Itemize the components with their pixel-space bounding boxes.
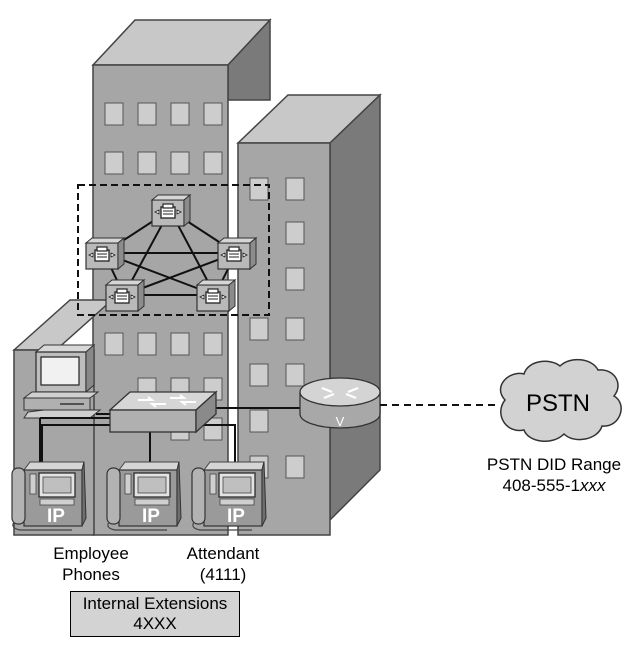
call-server-icon	[85, 237, 125, 270]
call-server-icon	[151, 194, 191, 227]
attendant-label: Attendant (4111)	[168, 543, 278, 585]
pstn-label: PSTN	[525, 390, 590, 417]
pstn-did-range: 408-555-1xxx	[470, 475, 638, 496]
attendant-label-line1: Attendant	[186, 544, 260, 563]
attendant-extension: (4111)	[199, 565, 247, 584]
ip-phone-label: IP	[142, 506, 160, 527]
voice-router-icon	[299, 377, 381, 429]
pstn-did-range-label: PSTN DID Range 408-555-1xxx	[470, 454, 638, 496]
call-server-icon	[105, 279, 145, 312]
employee-label-line1: Employee	[53, 544, 129, 563]
employee-label-line2: Phones	[62, 565, 120, 584]
pstn-did-suffix: xxx	[580, 476, 606, 495]
pstn-cloud-icon	[499, 358, 622, 442]
cluster-boundary	[77, 184, 270, 316]
internal-extensions-title: Internal Extensions	[82, 594, 228, 613]
ip-phone-label: IP	[47, 506, 65, 527]
router-label: V	[336, 414, 345, 429]
switch-icon	[108, 390, 218, 434]
pstn-did-title: PSTN DID Range	[486, 455, 622, 474]
call-server-icon	[196, 279, 236, 312]
network-cabling	[39, 407, 300, 470]
call-server-icon	[217, 237, 257, 270]
ip-phone-label: IP	[227, 506, 245, 527]
employee-phones-label: Employee Phones	[36, 543, 146, 585]
pstn-did-prefix: 408-555-1	[502, 476, 580, 495]
computer-icon	[22, 343, 102, 419]
internal-extensions-box: Internal Extensions 4XXX	[70, 591, 240, 637]
internal-extensions-range: 4XXX	[133, 614, 177, 633]
